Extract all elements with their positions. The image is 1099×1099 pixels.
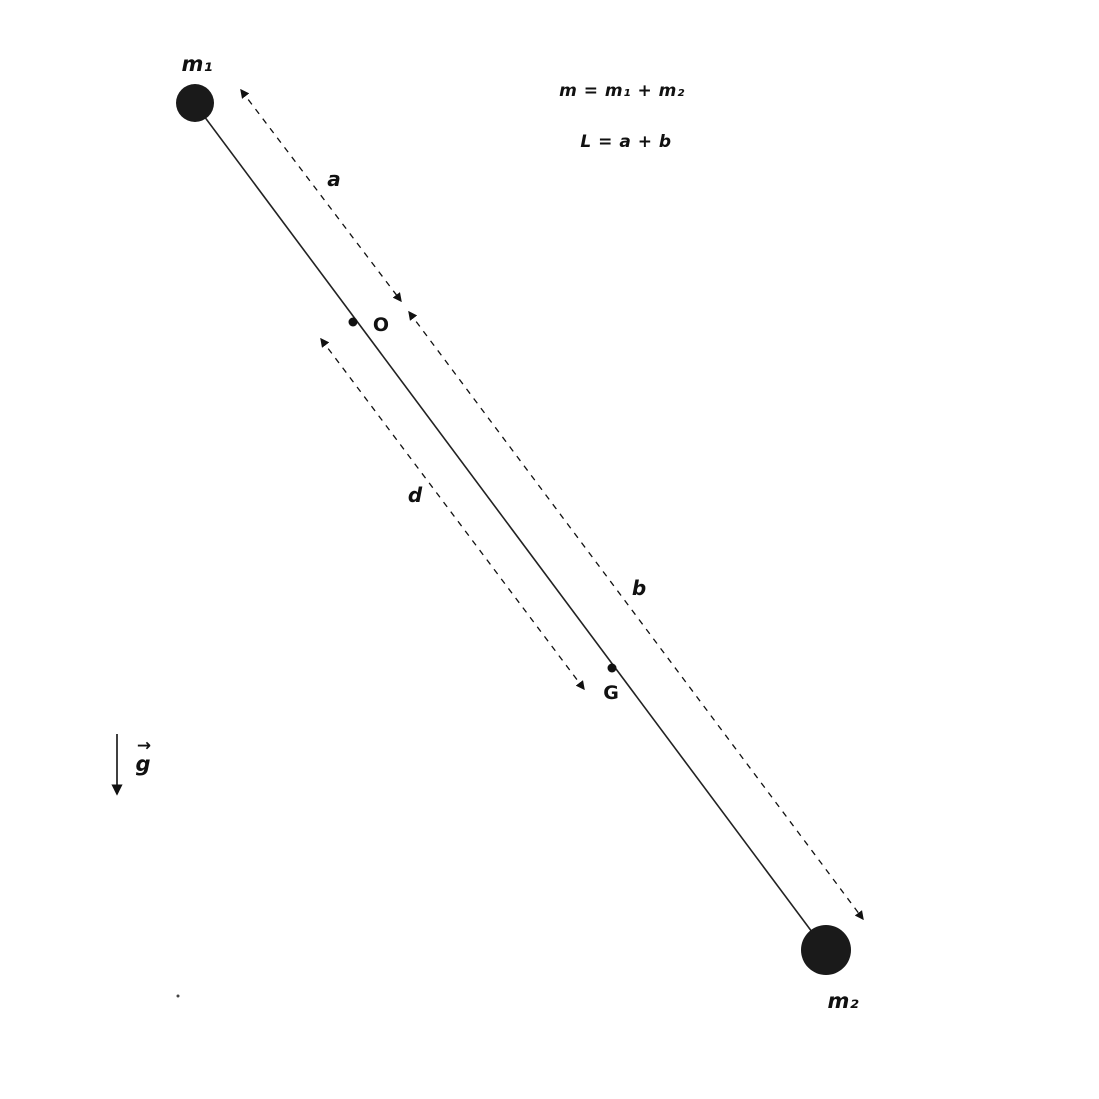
pivot-point-o-label: O <box>373 314 389 336</box>
equation-total-length: L = a + b <box>580 132 671 152</box>
stray-dot <box>176 994 180 998</box>
gravity-vector-arrow-icon: → <box>137 736 151 756</box>
rod-line <box>200 111 819 941</box>
mass-m2-ball <box>801 925 851 975</box>
distance-b-arrow <box>408 310 864 921</box>
mass-m1-ball <box>176 84 214 122</box>
equation-total-mass: m = m₁ + m₂ <box>559 81 685 101</box>
center-of-gravity-g-label: G <box>603 682 619 704</box>
distance-d-arrow <box>320 337 585 691</box>
gravity-g-label: g <box>135 752 150 776</box>
distance-d-label: d <box>408 483 423 507</box>
mass-m2-label: m₂ <box>827 989 859 1013</box>
distance-a-label: a <box>327 167 341 191</box>
mass-m1-label: m₁ <box>181 52 212 76</box>
pivot-point-o-dot <box>348 317 358 327</box>
distance-a-arrow <box>240 88 402 303</box>
distance-b-label: b <box>632 576 646 600</box>
center-of-gravity-g-dot <box>607 663 617 673</box>
